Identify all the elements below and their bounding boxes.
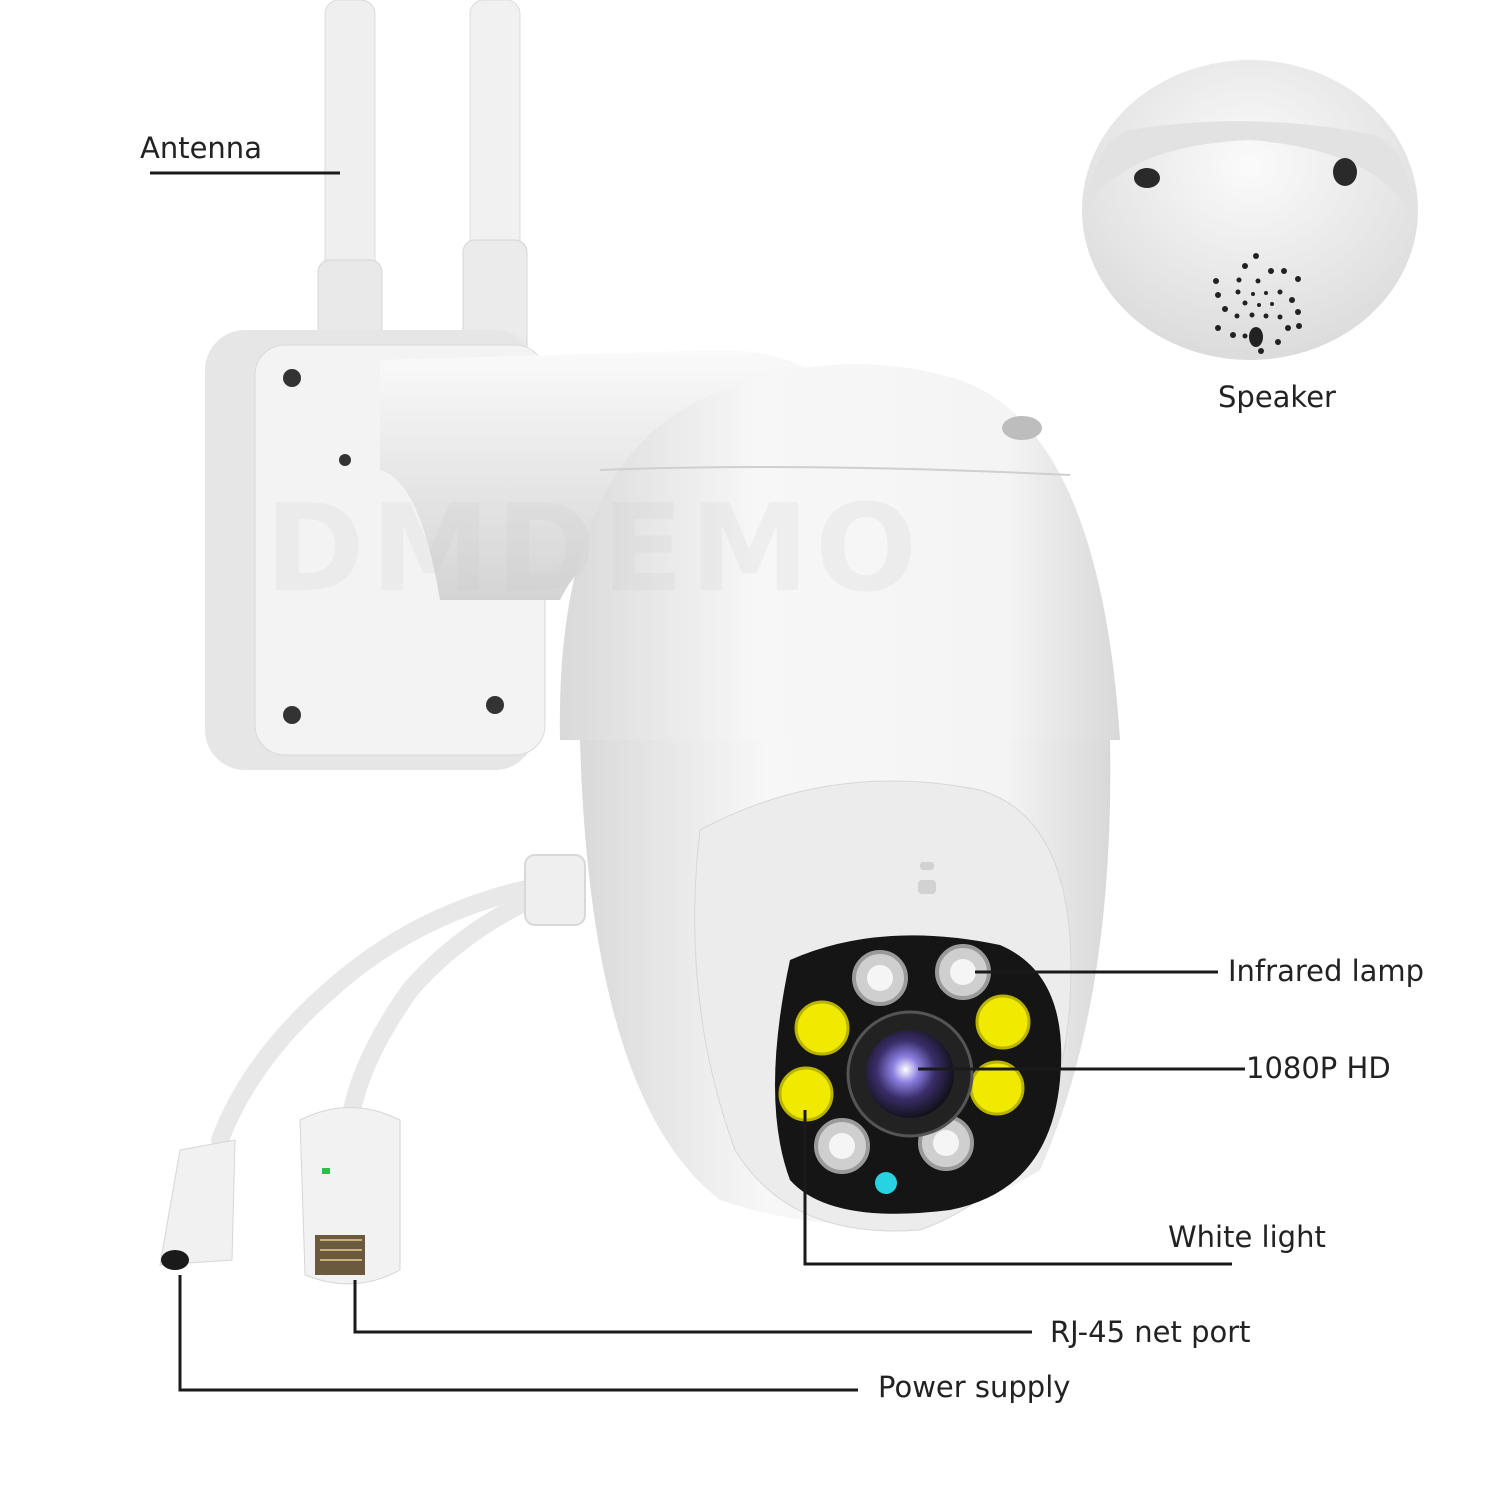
status-led [875,1172,897,1194]
label-antenna: Antenna [140,131,262,165]
power-connector [159,1139,236,1270]
leader-lines [150,171,1245,1392]
watermark: DMDEMO [265,480,924,619]
infrared-leds [814,944,991,1174]
label-white-light: White light [1168,1220,1326,1254]
label-1080p-hd: 1080P HD [1246,1051,1391,1085]
cables [211,854,586,1149]
speaker-inset [1082,60,1418,360]
label-rj45-net-port: RJ-45 net port [1050,1315,1251,1349]
label-power-supply: Power supply [878,1370,1071,1404]
label-infrared-lamp: Infrared lamp [1228,954,1425,988]
lens-panel [775,935,1062,1214]
speaker-grille-icon [1213,253,1302,354]
rj45-connector [299,1107,401,1285]
label-speaker: Speaker [1218,380,1336,414]
white-light-leds [778,994,1031,1122]
